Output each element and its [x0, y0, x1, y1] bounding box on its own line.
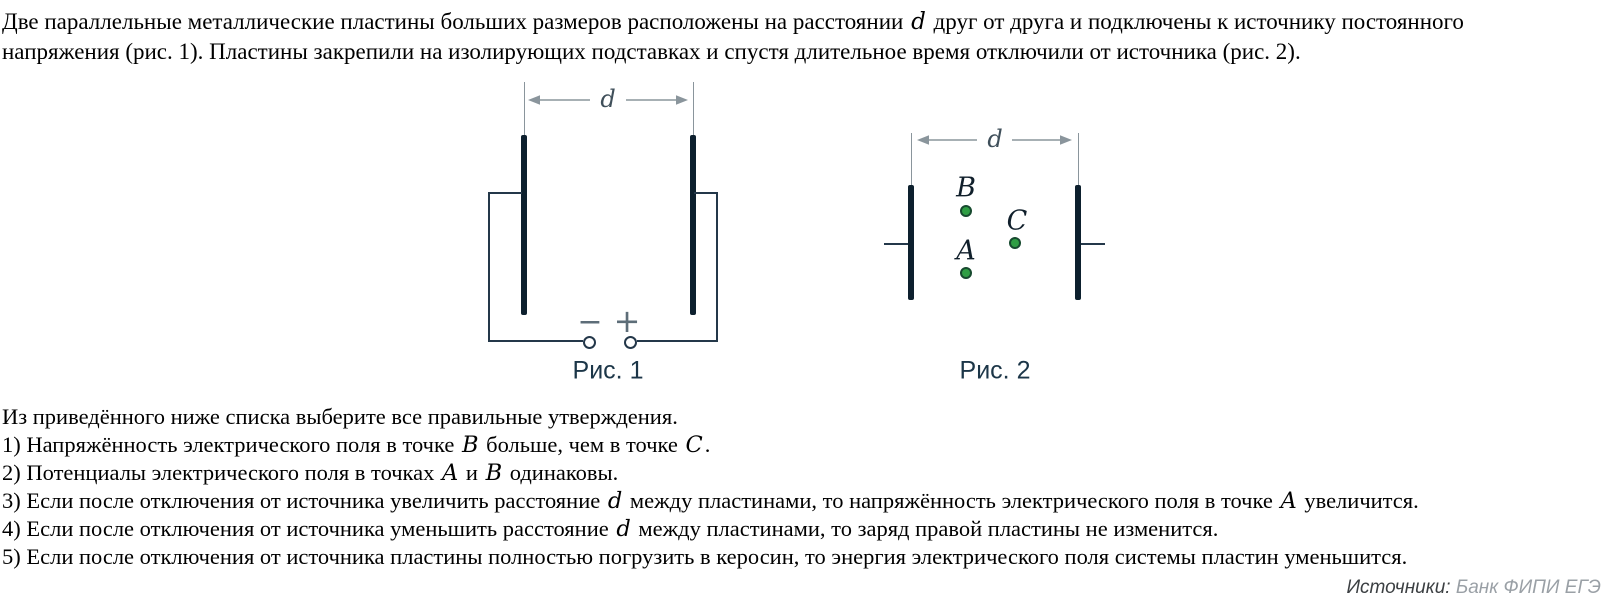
fig1-right-plate: [690, 135, 696, 315]
statement-1: 1) Напряжённость электрического поля в т…: [2, 432, 711, 458]
statement-2: 2) Потенциалы электрического поля в точк…: [2, 460, 619, 486]
fig1-wire-bottom-left: [488, 340, 583, 342]
fig2-right-plate: [1075, 185, 1081, 300]
fig2-distance-label: d: [981, 124, 1009, 153]
sources-value: Банк ФИПИ ЕГЭ: [1455, 577, 1601, 598]
intro-line-1: Две параллельные металлические пластины …: [2, 9, 1464, 35]
task-prompt: Из приведённого ниже списка выберите все…: [2, 404, 678, 429]
statement-5: 5) Если после отключения от источника пл…: [2, 544, 1408, 569]
fig1-lead-right: [694, 192, 718, 194]
minus-sign: −: [577, 304, 603, 340]
fig1-wire-bottom-right: [637, 340, 718, 342]
fig1-extension-line-right: [693, 82, 694, 135]
fig2-extension-line-left: [911, 133, 912, 185]
fig1-wire-right: [716, 192, 718, 342]
fig1-left-plate: [521, 135, 527, 315]
point-b-dot: [960, 205, 972, 217]
point-c-dot: [1009, 237, 1021, 249]
fig2-lead-left: [884, 243, 908, 245]
fig1-extension-line-left: [524, 82, 525, 135]
figure-2-caption: Рис. 2: [959, 356, 1031, 385]
fig1-terminal-positive: [624, 336, 637, 349]
fig1-dimension-arrow: [528, 95, 688, 105]
point-c-label: C: [1006, 205, 1028, 237]
fig1-lead-left: [488, 192, 522, 194]
fig2-lead-right: [1081, 243, 1105, 245]
task-block: Из приведённого ниже списка выберите все…: [2, 403, 1601, 571]
sources-label: Источники:: [1346, 577, 1451, 598]
point-a-dot: [960, 267, 972, 279]
sources-line: Источники: Банк ФИПИ ЕГЭ: [1346, 577, 1601, 599]
intro-line-2: напряжения (рис. 1). Пластины закрепили …: [2, 39, 1301, 64]
fig1-terminal-negative: [583, 336, 596, 349]
statement-3: 3) Если после отключения от источника ув…: [2, 488, 1419, 514]
plus-sign: +: [613, 302, 641, 340]
figure-1-caption: Рис. 1: [572, 356, 644, 385]
point-a-label: A: [956, 235, 976, 267]
fig2-left-plate: [908, 185, 914, 300]
problem-intro: Две параллельные металлические пластины …: [2, 7, 1601, 67]
fig2-dimension-arrow: [917, 135, 1072, 145]
fig2-extension-line-right: [1078, 133, 1079, 185]
fig1-wire-left: [488, 192, 490, 342]
fig1-distance-label: d: [594, 84, 622, 113]
statement-4: 4) Если после отключения от источника ум…: [2, 516, 1219, 542]
point-b-label: B: [956, 172, 976, 204]
